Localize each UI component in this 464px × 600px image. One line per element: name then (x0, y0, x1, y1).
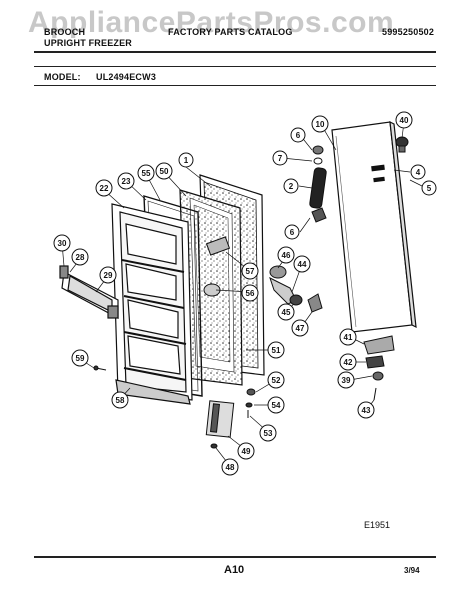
model-rule-bottom (34, 85, 436, 86)
svg-text:6: 6 (290, 228, 295, 237)
callout-41: 41 (339, 328, 357, 346)
footer-rule (34, 556, 436, 558)
callout-1: 1 (178, 152, 194, 168)
callout-53: 53 (259, 424, 277, 442)
callout-39: 39 (337, 371, 355, 389)
callout-59: 59 (71, 349, 89, 367)
model-rule-top (34, 66, 436, 67)
callout-52: 52 (267, 371, 285, 389)
callout-44: 44 (293, 255, 311, 273)
svg-text:48: 48 (226, 463, 235, 472)
callout-5: 5 (421, 180, 437, 196)
door-foam-insulation (179, 174, 265, 386)
svg-text:55: 55 (142, 169, 151, 178)
header-rule (34, 51, 436, 53)
svg-text:49: 49 (242, 447, 251, 456)
part-number-callouts: 1 2 4 5 6 6 7 10 22 23 28 29 30 39 40 41… (53, 111, 437, 476)
svg-text:10: 10 (316, 120, 325, 129)
callout-30: 30 (53, 234, 71, 252)
document-number: 5995250502 (382, 27, 435, 37)
callout-46: 46 (277, 246, 295, 264)
svg-text:22: 22 (100, 184, 109, 193)
svg-text:43: 43 (362, 406, 371, 415)
svg-text:47: 47 (296, 324, 305, 333)
callout-23: 23 (117, 172, 135, 190)
model-label: MODEL: (44, 72, 81, 82)
svg-text:51: 51 (272, 346, 281, 355)
svg-text:28: 28 (76, 253, 85, 262)
svg-text:42: 42 (344, 358, 353, 367)
svg-text:40: 40 (400, 116, 409, 125)
svg-text:5: 5 (427, 184, 432, 193)
svg-text:1: 1 (184, 156, 189, 165)
svg-text:41: 41 (344, 333, 353, 342)
hinge-components (93, 136, 409, 449)
svg-text:4: 4 (416, 168, 421, 177)
inner-door-liner (111, 203, 193, 405)
callout-45: 45 (277, 303, 295, 321)
svg-text:2: 2 (289, 182, 294, 191)
svg-text:23: 23 (122, 177, 131, 186)
svg-text:39: 39 (342, 376, 351, 385)
svg-text:57: 57 (246, 267, 255, 276)
callout-55: 55 (137, 164, 155, 182)
svg-text:50: 50 (160, 167, 169, 176)
svg-text:29: 29 (104, 271, 113, 280)
callout-42: 42 (339, 353, 357, 371)
callout-4: 4 (410, 164, 426, 180)
callout-49: 49 (237, 442, 255, 460)
svg-text:6: 6 (296, 131, 301, 140)
outer-door-panel (331, 120, 417, 333)
callout-2: 2 (283, 178, 299, 194)
callout-7: 7 (272, 150, 288, 166)
svg-text:54: 54 (272, 401, 281, 410)
svg-text:59: 59 (76, 354, 85, 363)
callout-28: 28 (71, 248, 89, 266)
svg-text:30: 30 (58, 239, 67, 248)
page-number: A10 (224, 564, 245, 576)
callout-40: 40 (395, 111, 413, 129)
callout-54: 54 (267, 396, 285, 414)
svg-text:58: 58 (116, 396, 125, 405)
watermark: AppliancePartsPros.com (28, 6, 395, 39)
callout-50: 50 (155, 162, 173, 180)
figure-code: E1951 (364, 520, 390, 530)
callout-29: 29 (99, 266, 117, 284)
callout-6-top: 6 (290, 127, 306, 143)
model-value: UL2494ECW3 (96, 72, 157, 82)
svg-text:45: 45 (282, 308, 291, 317)
product-name: UPRIGHT FREEZER (44, 38, 133, 48)
callout-43: 43 (357, 401, 375, 419)
svg-text:46: 46 (282, 251, 291, 260)
callout-47: 47 (291, 319, 309, 337)
callout-22: 22 (95, 179, 113, 197)
callout-51: 51 (267, 341, 285, 359)
callout-10: 10 (311, 115, 329, 133)
svg-text:7: 7 (278, 154, 283, 163)
svg-text:44: 44 (298, 260, 307, 269)
callout-57: 57 (241, 262, 259, 280)
callout-6-bottom: 6 (284, 224, 300, 240)
svg-text:52: 52 (272, 376, 281, 385)
svg-text:56: 56 (246, 289, 255, 298)
catalog-title: FACTORY PARTS CATALOG (168, 27, 293, 37)
svg-text:53: 53 (264, 429, 273, 438)
brand-name: BROOCH (44, 27, 86, 37)
callout-48: 48 (221, 458, 239, 476)
catalog-date: 3/94 (404, 566, 420, 575)
callout-56: 56 (241, 284, 259, 302)
door-shelf-bar (59, 265, 119, 320)
callout-58: 58 (111, 391, 129, 409)
